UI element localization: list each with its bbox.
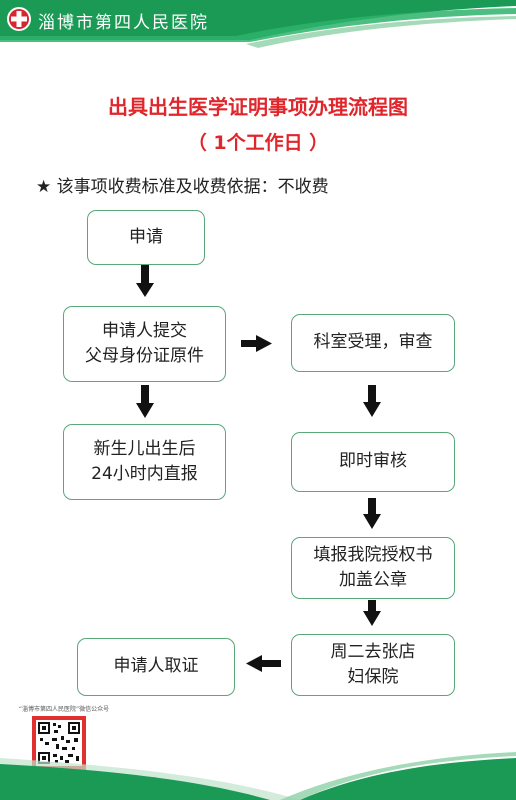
- step-collect-certificate-label: 申请人取证: [113, 656, 199, 677]
- step-fill-authorization-label: 填报我院授权书 加盖公章: [313, 544, 433, 591]
- header-band: [0, 0, 516, 48]
- step-instant-review: 即时审核: [291, 432, 455, 492]
- arrow-down-icon: [136, 264, 154, 297]
- step-tuesday-trip-label: 周二去张店 妇保院: [330, 641, 416, 688]
- step-submit-documents: 申请人提交 父母身份证原件: [63, 306, 226, 382]
- step-apply: 申请: [87, 210, 205, 265]
- step-tuesday-trip: 周二去张店 妇保院: [291, 634, 455, 696]
- step-department-accept: 科室受理，审查: [291, 314, 455, 372]
- qr-caption: “淄博市第四人民医院”微信公众号: [18, 706, 110, 713]
- step-department-accept-label: 科室受理，审查: [313, 332, 433, 353]
- hospital-logo-icon: [7, 7, 31, 31]
- step-submit-documents-label: 申请人提交 父母身份证原件: [85, 320, 204, 367]
- step-newborn-report: 新生儿出生后 24小时内直报: [63, 424, 226, 500]
- arrow-down-icon: [136, 385, 154, 418]
- footer-band: [0, 752, 516, 800]
- page-subtitle: （ 1个工作日 ）: [187, 132, 329, 154]
- step-fill-authorization: 填报我院授权书 加盖公章: [291, 537, 455, 599]
- step-apply-label: 申请: [129, 226, 163, 247]
- fee-note: ★ 该事项收费标准及收费依据：不收费: [36, 177, 329, 197]
- arrow-down-icon: [363, 600, 381, 626]
- hospital-name: 淄博市第四人民医院: [38, 13, 209, 33]
- step-instant-review-label: 即时审核: [339, 451, 407, 472]
- arrow-down-icon: [363, 498, 381, 529]
- step-collect-certificate: 申请人取证: [77, 638, 235, 696]
- step-newborn-report-label: 新生儿出生后 24小时内直报: [91, 438, 198, 485]
- arrow-down-icon: [363, 385, 381, 417]
- arrow-left-icon: [246, 655, 281, 672]
- page-title: 出具出生医学证明事项办理流程图: [108, 95, 408, 119]
- arrow-right-icon: [241, 335, 272, 352]
